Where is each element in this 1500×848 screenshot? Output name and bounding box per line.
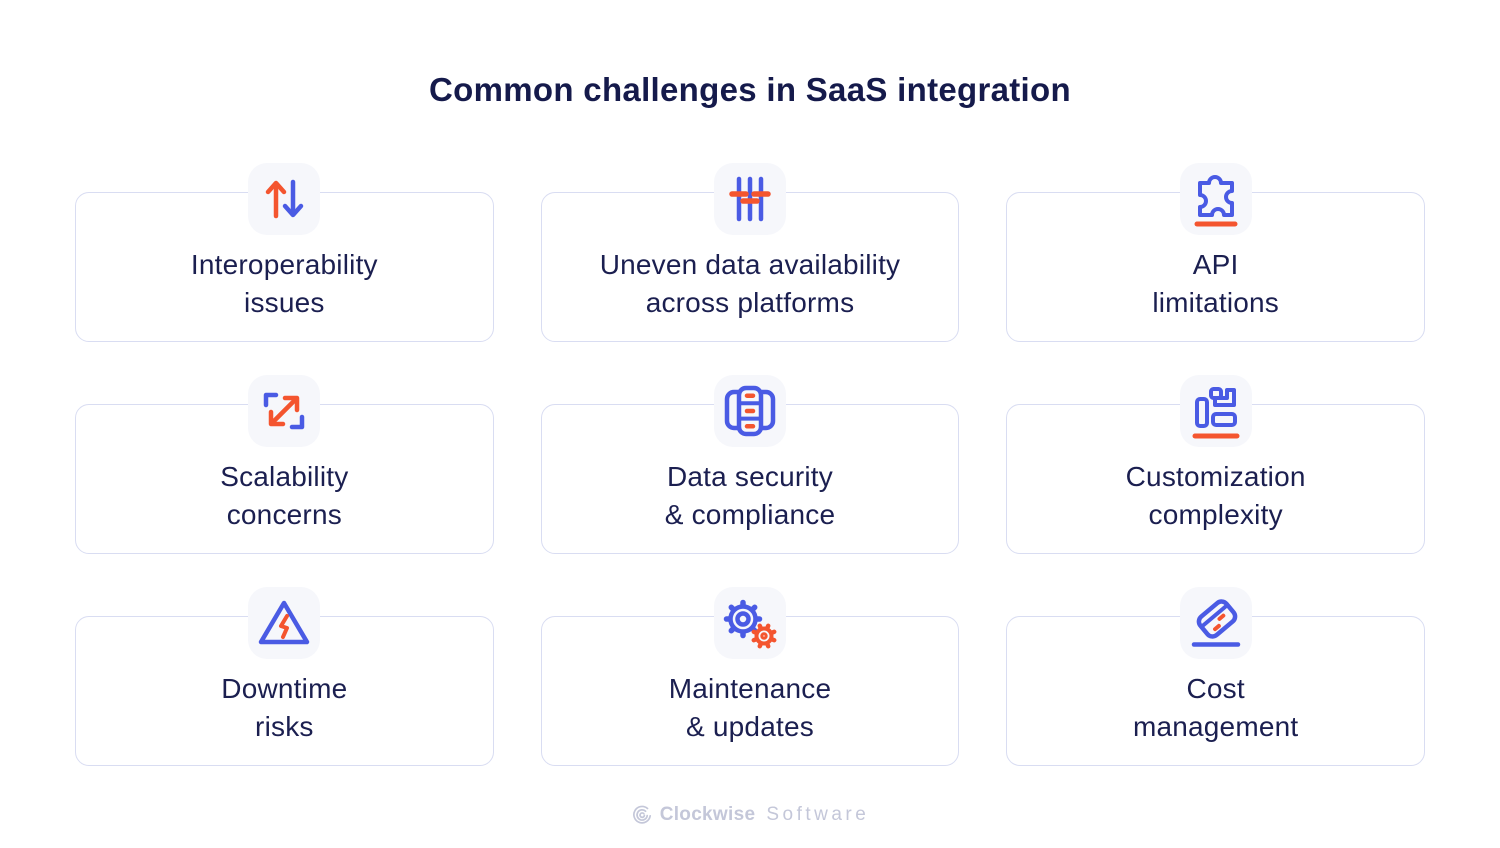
card-label-line1: Data security	[666, 461, 833, 492]
card-label-line2: & compliance	[664, 499, 836, 530]
card-label-line2: & updates	[686, 711, 814, 742]
card-label: API limitations	[1152, 246, 1279, 322]
card-label: Data security & compliance	[665, 458, 835, 534]
clockwise-logo-icon	[631, 804, 653, 826]
card-label-line1: Customization	[1125, 461, 1306, 492]
card-label-line1: Downtime	[221, 673, 348, 704]
card-label: Scalability concerns	[220, 458, 348, 534]
brand-name-light: Software	[766, 804, 870, 825]
card-customization-complexity: Customization complexity	[1006, 375, 1425, 554]
card-label-line2: risks	[255, 711, 314, 742]
sliders-icon	[713, 163, 786, 235]
expand-arrows-icon	[248, 375, 321, 447]
card-downtime-risks: Downtime risks	[75, 587, 494, 766]
server-stack-icon	[713, 375, 786, 447]
page-title: Common challenges in SaaS integration	[429, 71, 1071, 108]
card-api-limitations: API limitations	[1006, 163, 1425, 342]
card-label-line1: Interoperability	[190, 249, 378, 280]
gears-icon	[713, 587, 786, 659]
card-label: Uneven data availability across platform…	[600, 246, 901, 322]
card-label-line2: concerns	[226, 499, 342, 530]
card-label-line1: Scalability	[220, 461, 349, 492]
building-blocks-icon	[1179, 375, 1252, 447]
puzzle-piece-icon	[1179, 163, 1252, 235]
card-scalability-concerns: Scalability concerns	[75, 375, 494, 554]
card-cost-management: Cost management	[1006, 587, 1425, 766]
card-label-line1: Uneven data availability	[599, 249, 901, 280]
card-label-line1: Cost	[1186, 673, 1245, 704]
challenges-grid: Interoperability issues Uneven data avai…	[0, 163, 1500, 766]
footer-brand: Clockwise Software	[0, 804, 1500, 826]
card-label-line2: management	[1132, 711, 1299, 742]
card-label: Customization complexity	[1126, 458, 1306, 534]
card-label-line1: API	[1192, 249, 1239, 280]
card-label: Maintenance & updates	[669, 670, 832, 746]
card-label-line1: Maintenance	[668, 673, 832, 704]
card-interoperability-issues: Interoperability issues	[75, 163, 494, 342]
card-label-line2: limitations	[1152, 287, 1279, 318]
card-data-security-compliance: Data security & compliance	[540, 375, 960, 554]
card-label: Interoperability issues	[191, 246, 378, 322]
card-maintenance-updates: Maintenance & updates	[540, 587, 960, 766]
card-label-line2: complexity	[1148, 499, 1283, 530]
card-label: Downtime risks	[221, 670, 347, 746]
brand-name-bold: Clockwise	[659, 804, 756, 825]
credit-card-icon	[1179, 587, 1252, 659]
card-label: Cost management	[1133, 670, 1298, 746]
warning-lightning-icon	[248, 587, 321, 659]
card-label-line2: issues	[244, 287, 325, 318]
card-uneven-data-availability: Uneven data availability across platform…	[540, 163, 960, 342]
arrows-up-down-icon	[248, 163, 321, 235]
card-label-line2: across platforms	[645, 287, 855, 318]
